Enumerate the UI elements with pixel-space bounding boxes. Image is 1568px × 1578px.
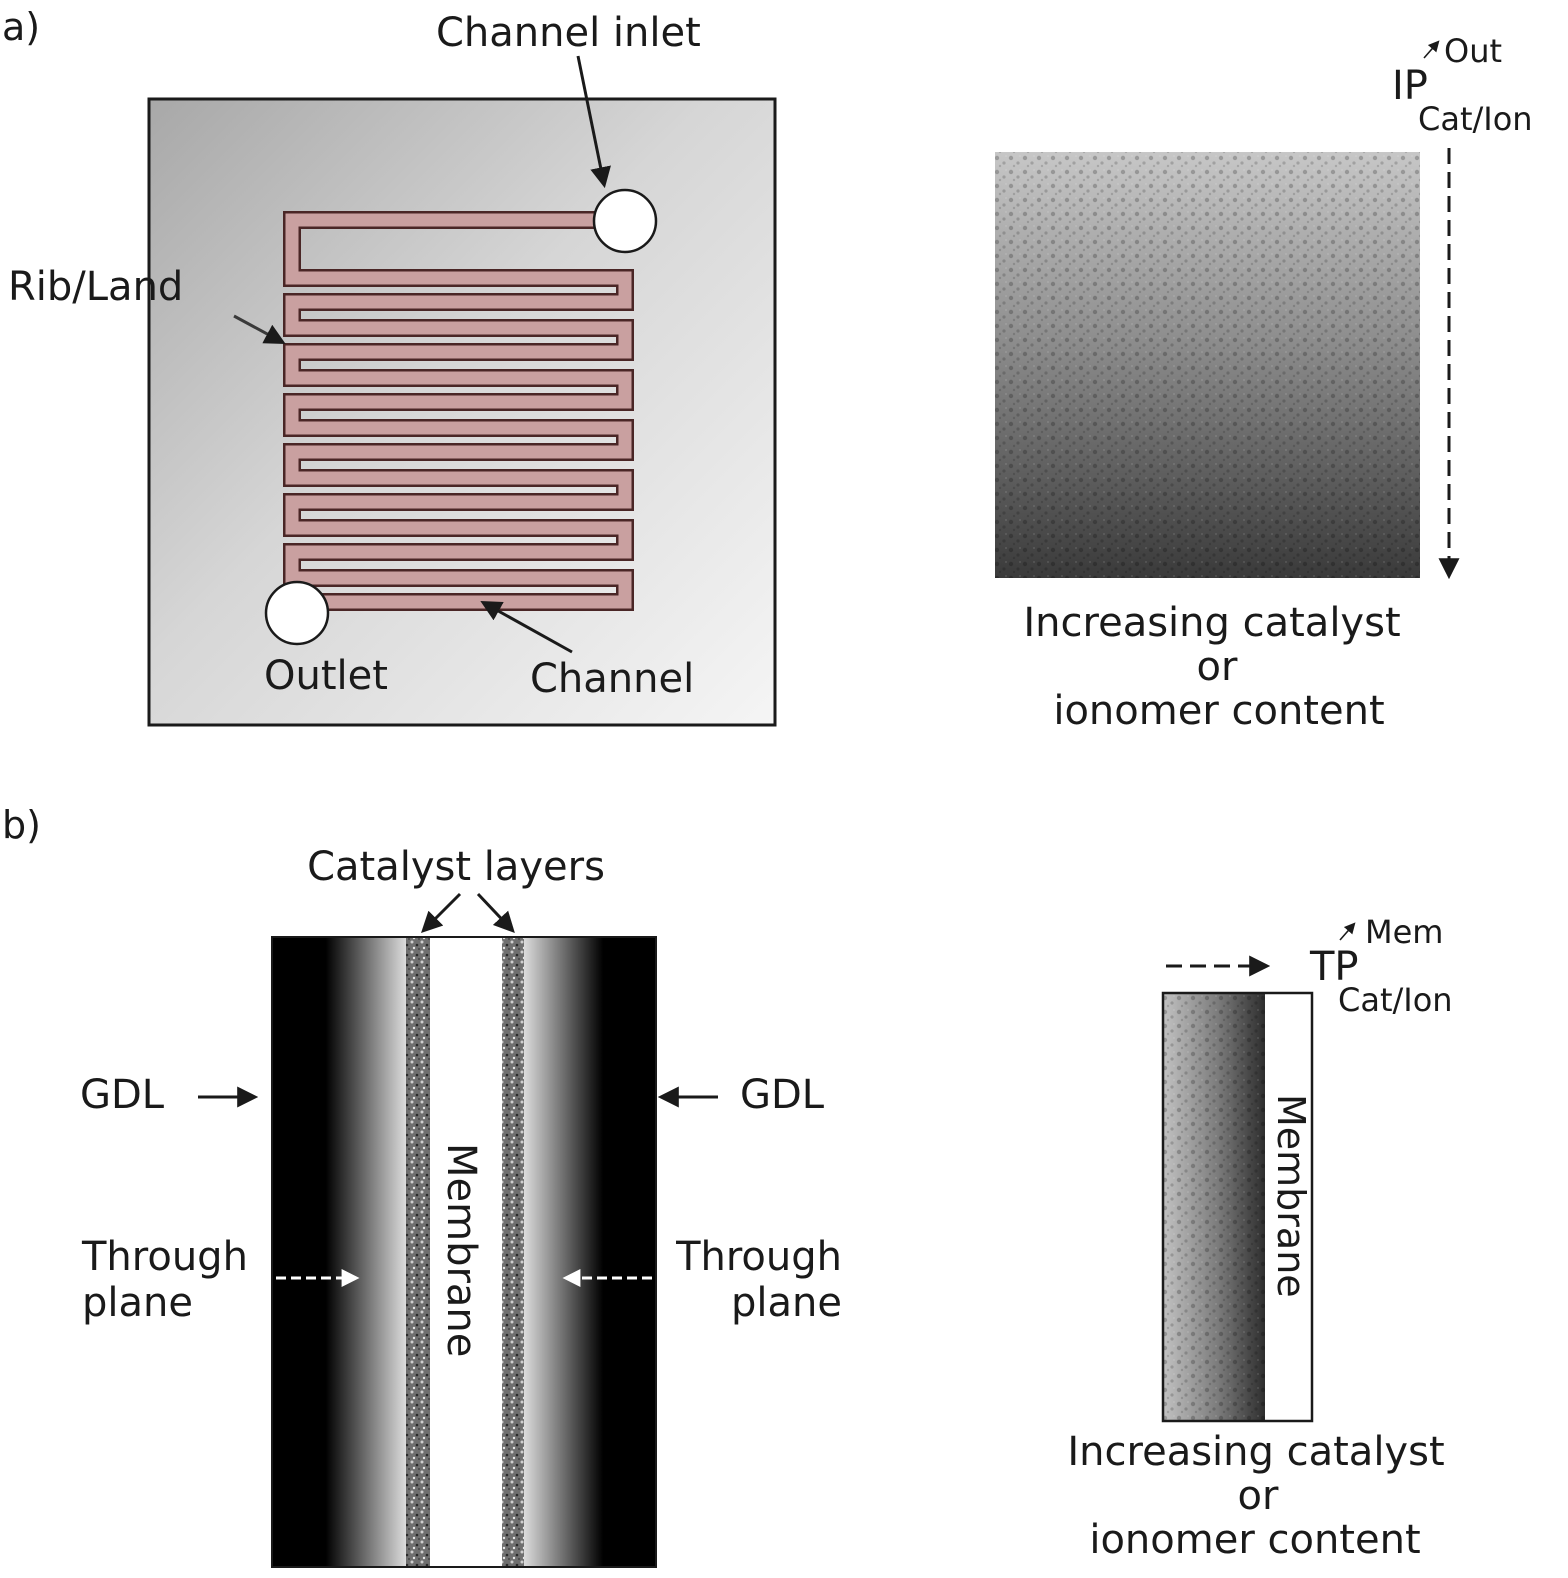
- increasing-text-a-line3: ionomer content: [1053, 688, 1384, 734]
- ip-symbol: IP: [1392, 63, 1428, 109]
- ip-superscript-arrow: [1423, 40, 1440, 59]
- ip-superscript: Out: [1444, 32, 1502, 70]
- gdl-left-label: GDL: [80, 1072, 165, 1118]
- channel-arrow: [480, 600, 573, 654]
- mea-cross-section: [271, 936, 657, 1568]
- catalyst-arrow-left: [421, 892, 462, 933]
- gdl-left-region: [272, 937, 406, 1567]
- tp-superscript: Mem: [1365, 913, 1443, 951]
- rib-land-label: Rib/Land: [8, 264, 183, 310]
- through-plane-left-line2: plane: [82, 1280, 193, 1326]
- in-plane-gradient-image: [995, 152, 1420, 578]
- outlet-port: [264, 580, 330, 646]
- channel-label: Channel: [530, 656, 694, 702]
- ip-subscript: Cat/Ion: [1418, 100, 1533, 138]
- flow-field-plate: [147, 97, 777, 727]
- panel-a-label: a): [2, 5, 40, 49]
- through-plane-right-line1: Through: [675, 1234, 842, 1280]
- increasing-text-b-line2: or: [1238, 1473, 1279, 1519]
- gdl-right-region: [524, 937, 656, 1567]
- through-plane-right-line2: plane: [731, 1280, 842, 1326]
- through-plane-gradient-image: [1161, 991, 1314, 1423]
- tp-superscript-arrow: [1339, 922, 1356, 941]
- panel-b-label: b): [2, 803, 41, 847]
- gdl-right-label: GDL: [740, 1072, 825, 1118]
- catalyst-layer-right: [502, 937, 524, 1567]
- membrane-small-label: Membrane: [1269, 1094, 1313, 1298]
- outlet-label: Outlet: [264, 653, 388, 699]
- increasing-text-a-line1: Increasing catalyst: [1023, 600, 1400, 646]
- catalyst-layer-left: [406, 937, 430, 1567]
- tp-symbol: TP: [1309, 944, 1359, 990]
- increasing-text-b-line3: ionomer content: [1089, 1517, 1420, 1563]
- increasing-text-b-line1: Increasing catalyst: [1067, 1429, 1444, 1475]
- serpentine-channel: [283, 211, 634, 611]
- membrane-region: [430, 937, 502, 1567]
- increasing-text-a-line2: or: [1197, 644, 1238, 690]
- channel-inlet-label: Channel inlet: [436, 10, 701, 56]
- catalyst-layers-label: Catalyst layers: [307, 844, 605, 890]
- rib-land-arrow: [233, 314, 286, 345]
- membrane-strip: [1265, 993, 1312, 1421]
- catalyst-arrow-right: [476, 892, 515, 934]
- membrane-label: Membrane: [438, 1143, 484, 1357]
- tp-subscript: Cat/Ion: [1338, 981, 1453, 1019]
- channel-inlet-port: [592, 188, 658, 254]
- through-plane-left-line1: Through: [81, 1234, 248, 1280]
- channel-inlet-arrow: [576, 55, 611, 189]
